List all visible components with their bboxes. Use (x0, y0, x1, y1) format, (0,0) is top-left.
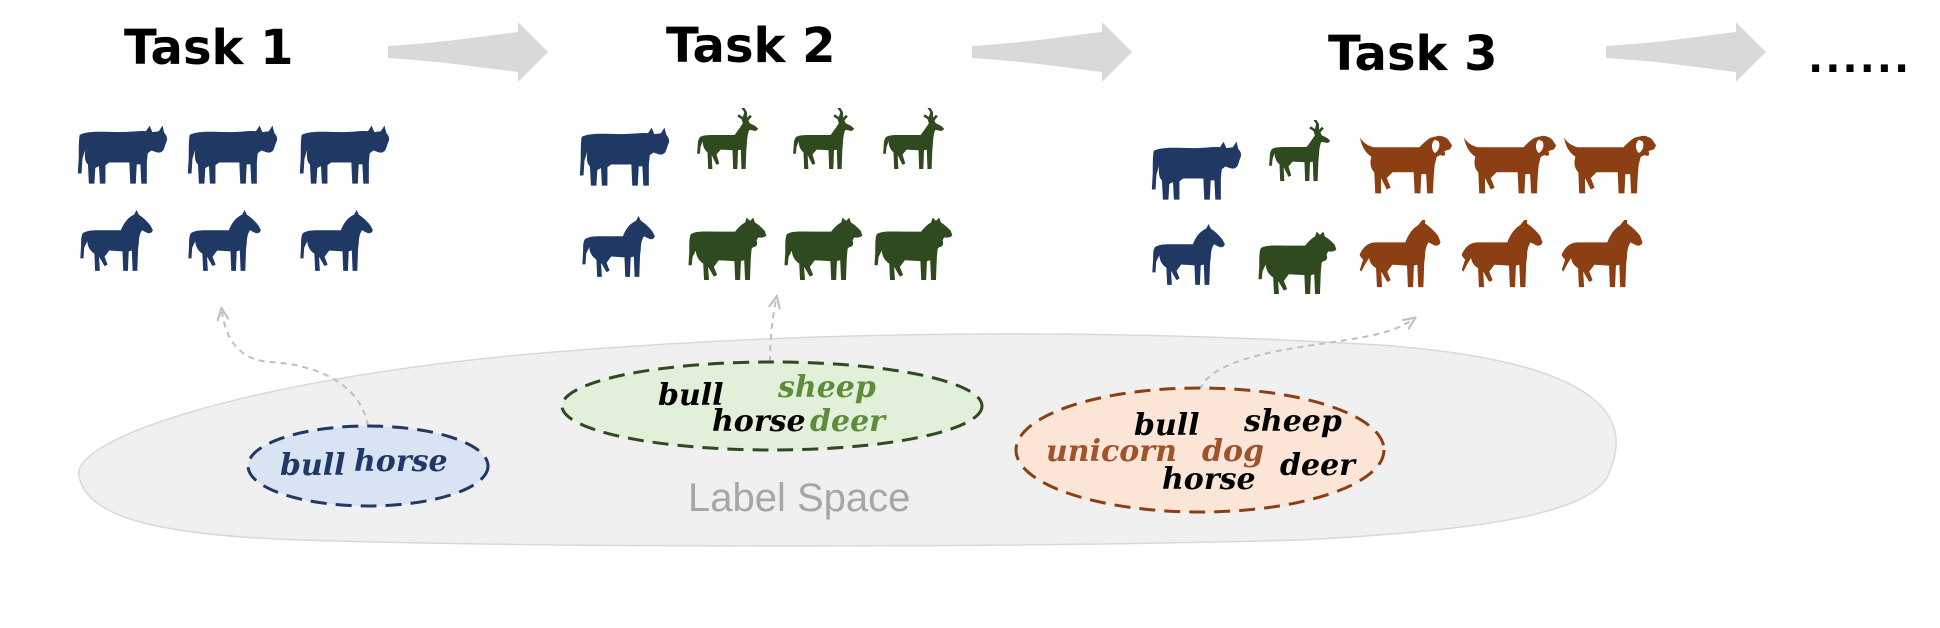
task3-label-deer: deer (1280, 448, 1355, 483)
sheep-icon (784, 217, 863, 280)
task3-label-dog: dog (1202, 434, 1264, 469)
horse-icon (188, 210, 261, 271)
horse-icon (300, 210, 373, 271)
task3-label-unicorn: unicorn (1046, 434, 1177, 469)
horse-icon (1152, 224, 1225, 285)
deer-icon (883, 108, 945, 170)
connector-task3 (1199, 320, 1412, 391)
unicorn-icon (1561, 220, 1643, 288)
sheep-icon (1258, 231, 1337, 294)
unicorn-icon (1359, 220, 1441, 288)
continuation-dots: ...... (1808, 36, 1912, 82)
bull-icon (187, 125, 278, 184)
dog-icon (1563, 135, 1657, 194)
task2-label-bull: bull (658, 378, 724, 413)
flow-arrow-3 (1606, 22, 1766, 82)
task2-label-horse: horse (712, 404, 806, 439)
deer-icon (697, 108, 759, 170)
task3-label-horse: horse (1162, 462, 1256, 497)
sheep-icon (688, 217, 767, 280)
deer-icon (793, 108, 855, 170)
horse-icon (80, 210, 153, 271)
task2-label-ellipse (560, 360, 984, 452)
bull-icon (579, 127, 670, 186)
task2-label-deer: deer (810, 404, 885, 439)
task1-label-ellipse (246, 424, 490, 508)
connector-task1 (222, 312, 369, 427)
label-space-caption: Label Space (688, 476, 911, 520)
connector-task2 (770, 300, 776, 363)
dog-icon (1359, 135, 1453, 194)
task3-label-ellipse (1014, 386, 1386, 514)
horse-icon (582, 216, 655, 277)
task-3-title: Task 3 (1328, 26, 1498, 82)
connectors (222, 300, 1412, 427)
task2-label-sheep: sheep (778, 370, 876, 405)
task-2-title: Task 2 (666, 18, 836, 74)
task1-label-horse: horse (354, 444, 448, 479)
flow-arrow-1 (388, 22, 548, 82)
bull-icon (77, 125, 168, 184)
bull-icon (299, 125, 390, 184)
bull-icon (1151, 141, 1242, 200)
task3-label-bull: bull (1134, 408, 1200, 443)
sheep-icon (874, 217, 953, 280)
task3-label-sheep: sheep (1244, 404, 1342, 439)
label-ellipses (246, 360, 1386, 514)
deer-icon (1269, 120, 1331, 182)
task-1-title: Task 1 (124, 20, 294, 76)
task1-label-bull: bull (280, 448, 346, 483)
flow-arrows (388, 22, 1766, 82)
unicorn-icon (1461, 220, 1543, 288)
animal-icons (77, 108, 1657, 294)
flow-arrow-2 (972, 22, 1132, 82)
dog-icon (1463, 135, 1557, 194)
